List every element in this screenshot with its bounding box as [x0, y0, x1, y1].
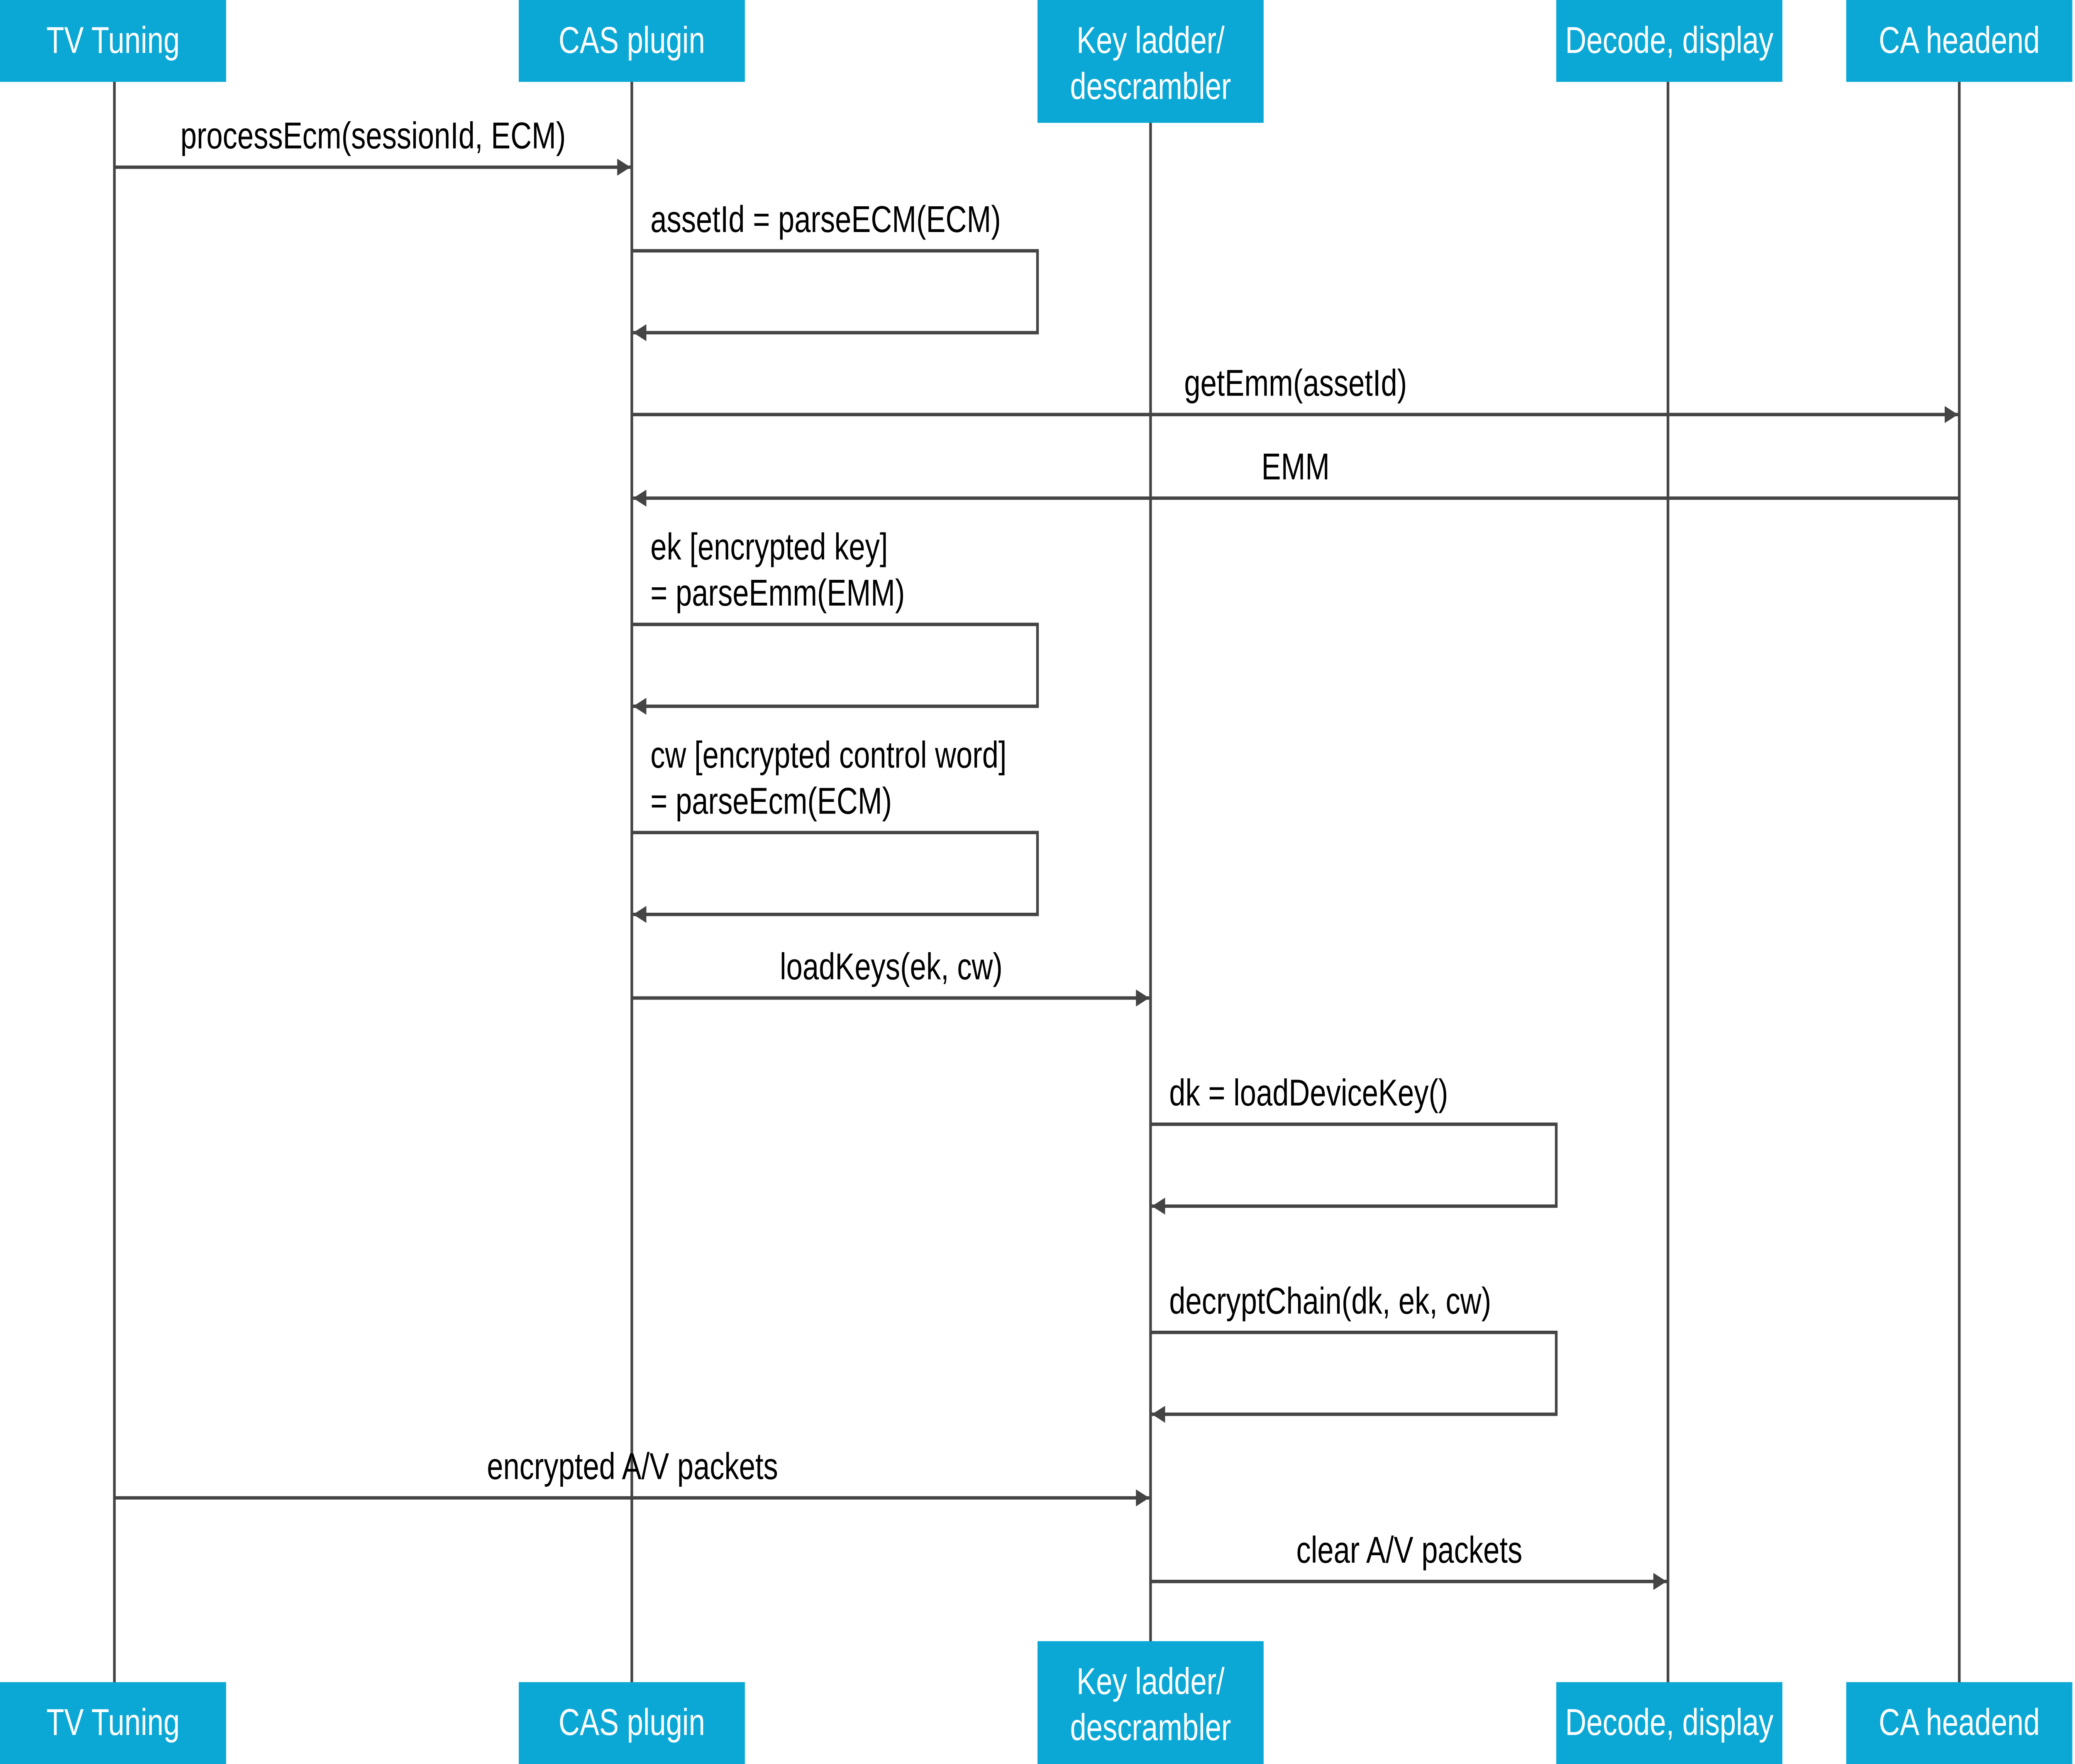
participant-ca-headend-top: CA headend: [1846, 0, 2073, 82]
message-11: clear A/V packets: [1150, 1529, 1667, 1590]
messages: processEcm(sessionId, ECM) assetId = pars…: [114, 115, 1960, 1590]
participant-box: [1556, 1682, 1782, 1764]
message-4: EMM: [633, 446, 1960, 507]
participant-label: descrambler: [1070, 66, 1231, 107]
message-label: dk = loadDeviceKey(): [1169, 1072, 1448, 1114]
participant-label: descrambler: [1070, 1707, 1231, 1748]
self-message-arrow: [632, 623, 1039, 715]
message-label: ek [encrypted key]: [650, 526, 888, 568]
message-7: loadKeys(ek, cw): [632, 946, 1150, 1007]
participant-box: [1846, 0, 2073, 82]
lifelines: [113, 68, 1961, 1689]
participant-box: [1846, 1682, 2073, 1764]
message-9: decryptChain(dk, ek, cw): [1150, 1280, 1558, 1423]
message-2: assetId = parseECM(ECM): [632, 199, 1039, 342]
participant-tv-tuning-top: TV Tuning: [0, 0, 226, 82]
participant-box: [519, 1682, 745, 1764]
message-label: processEcm(sessionId, ECM): [181, 115, 566, 156]
message-1: processEcm(sessionId, ECM): [114, 115, 631, 176]
participant-label: Decode, display: [1565, 20, 1774, 61]
participant-label: CAS plugin: [559, 1702, 705, 1743]
participant-label: CA headend: [1879, 1702, 2040, 1743]
participant-key-ladder-descrambler-top: Key ladder/descrambler: [1038, 0, 1264, 123]
message-label: getEmm(assetId): [1184, 362, 1407, 404]
participant-label: Key ladder/: [1077, 20, 1225, 61]
participant-cas-plugin-top: CAS plugin: [519, 0, 745, 82]
participant-box: [0, 1682, 226, 1764]
participant-box: [1556, 0, 1782, 82]
participant-box: [0, 0, 226, 82]
message-3: getEmm(assetId): [632, 362, 1958, 423]
participant-label: Decode, display: [1565, 1702, 1774, 1743]
participant-label: Key ladder/: [1077, 1661, 1225, 1702]
message-6: cw [encrypted control word]= parseEcm(EC…: [632, 734, 1039, 923]
message-label: assetId = parseECM(ECM): [650, 199, 1001, 240]
participant-decode-display-bottom: Decode, display: [1556, 1682, 1782, 1764]
message-label: decryptChain(dk, ek, cw): [1169, 1280, 1491, 1322]
participant-cas-plugin-bottom: CAS plugin: [519, 1682, 745, 1764]
participant-label: CAS plugin: [559, 20, 705, 61]
participant-tv-tuning-bottom: TV Tuning: [0, 1682, 226, 1764]
message-label: = parseEmm(EMM): [650, 572, 905, 614]
participant-label: TV Tuning: [46, 1702, 180, 1743]
participant-key-ladder-descrambler-bottom: Key ladder/descrambler: [1038, 1641, 1264, 1764]
message-label: EMM: [1262, 446, 1330, 488]
message-5: ek [encrypted key]= parseEmm(EMM): [632, 526, 1039, 715]
participant-box: [1038, 1641, 1264, 1764]
participant-label: TV Tuning: [46, 20, 180, 61]
message-10: encrypted A/V packets: [114, 1446, 1150, 1507]
participant-label: CA headend: [1879, 20, 2040, 61]
self-message-arrow: [632, 249, 1039, 342]
self-message-arrow: [632, 831, 1039, 923]
message-8: dk = loadDeviceKey(): [1150, 1072, 1558, 1215]
message-label: clear A/V packets: [1296, 1529, 1522, 1571]
participant-ca-headend-bottom: CA headend: [1846, 1682, 2073, 1764]
self-message-arrow: [1150, 1330, 1558, 1423]
message-label: encrypted A/V packets: [487, 1446, 778, 1487]
message-label: = parseEcm(ECM): [650, 780, 892, 822]
participant-decode-display-top: Decode, display: [1556, 0, 1782, 82]
participant-box: [519, 0, 745, 82]
message-label: loadKeys(ek, cw): [780, 946, 1003, 987]
message-label: cw [encrypted control word]: [650, 734, 1006, 776]
self-message-arrow: [1150, 1122, 1558, 1215]
participant-box: [1038, 0, 1264, 123]
